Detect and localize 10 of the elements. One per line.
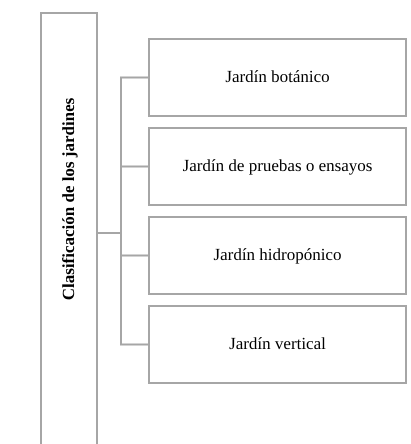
box-label: Jardín de pruebas o ensayos — [182, 156, 374, 177]
box-label: Jardín hidropónico — [212, 245, 342, 266]
item-box — [148, 38, 407, 117]
item-box — [148, 305, 407, 384]
category-panel — [40, 12, 98, 444]
item-box — [148, 127, 407, 206]
box-label: Jardín vertical — [228, 334, 327, 355]
panel-title: Clasificación de los jardines — [59, 96, 79, 302]
item-box — [148, 216, 407, 295]
box-label: Jardín botánico — [224, 67, 331, 88]
